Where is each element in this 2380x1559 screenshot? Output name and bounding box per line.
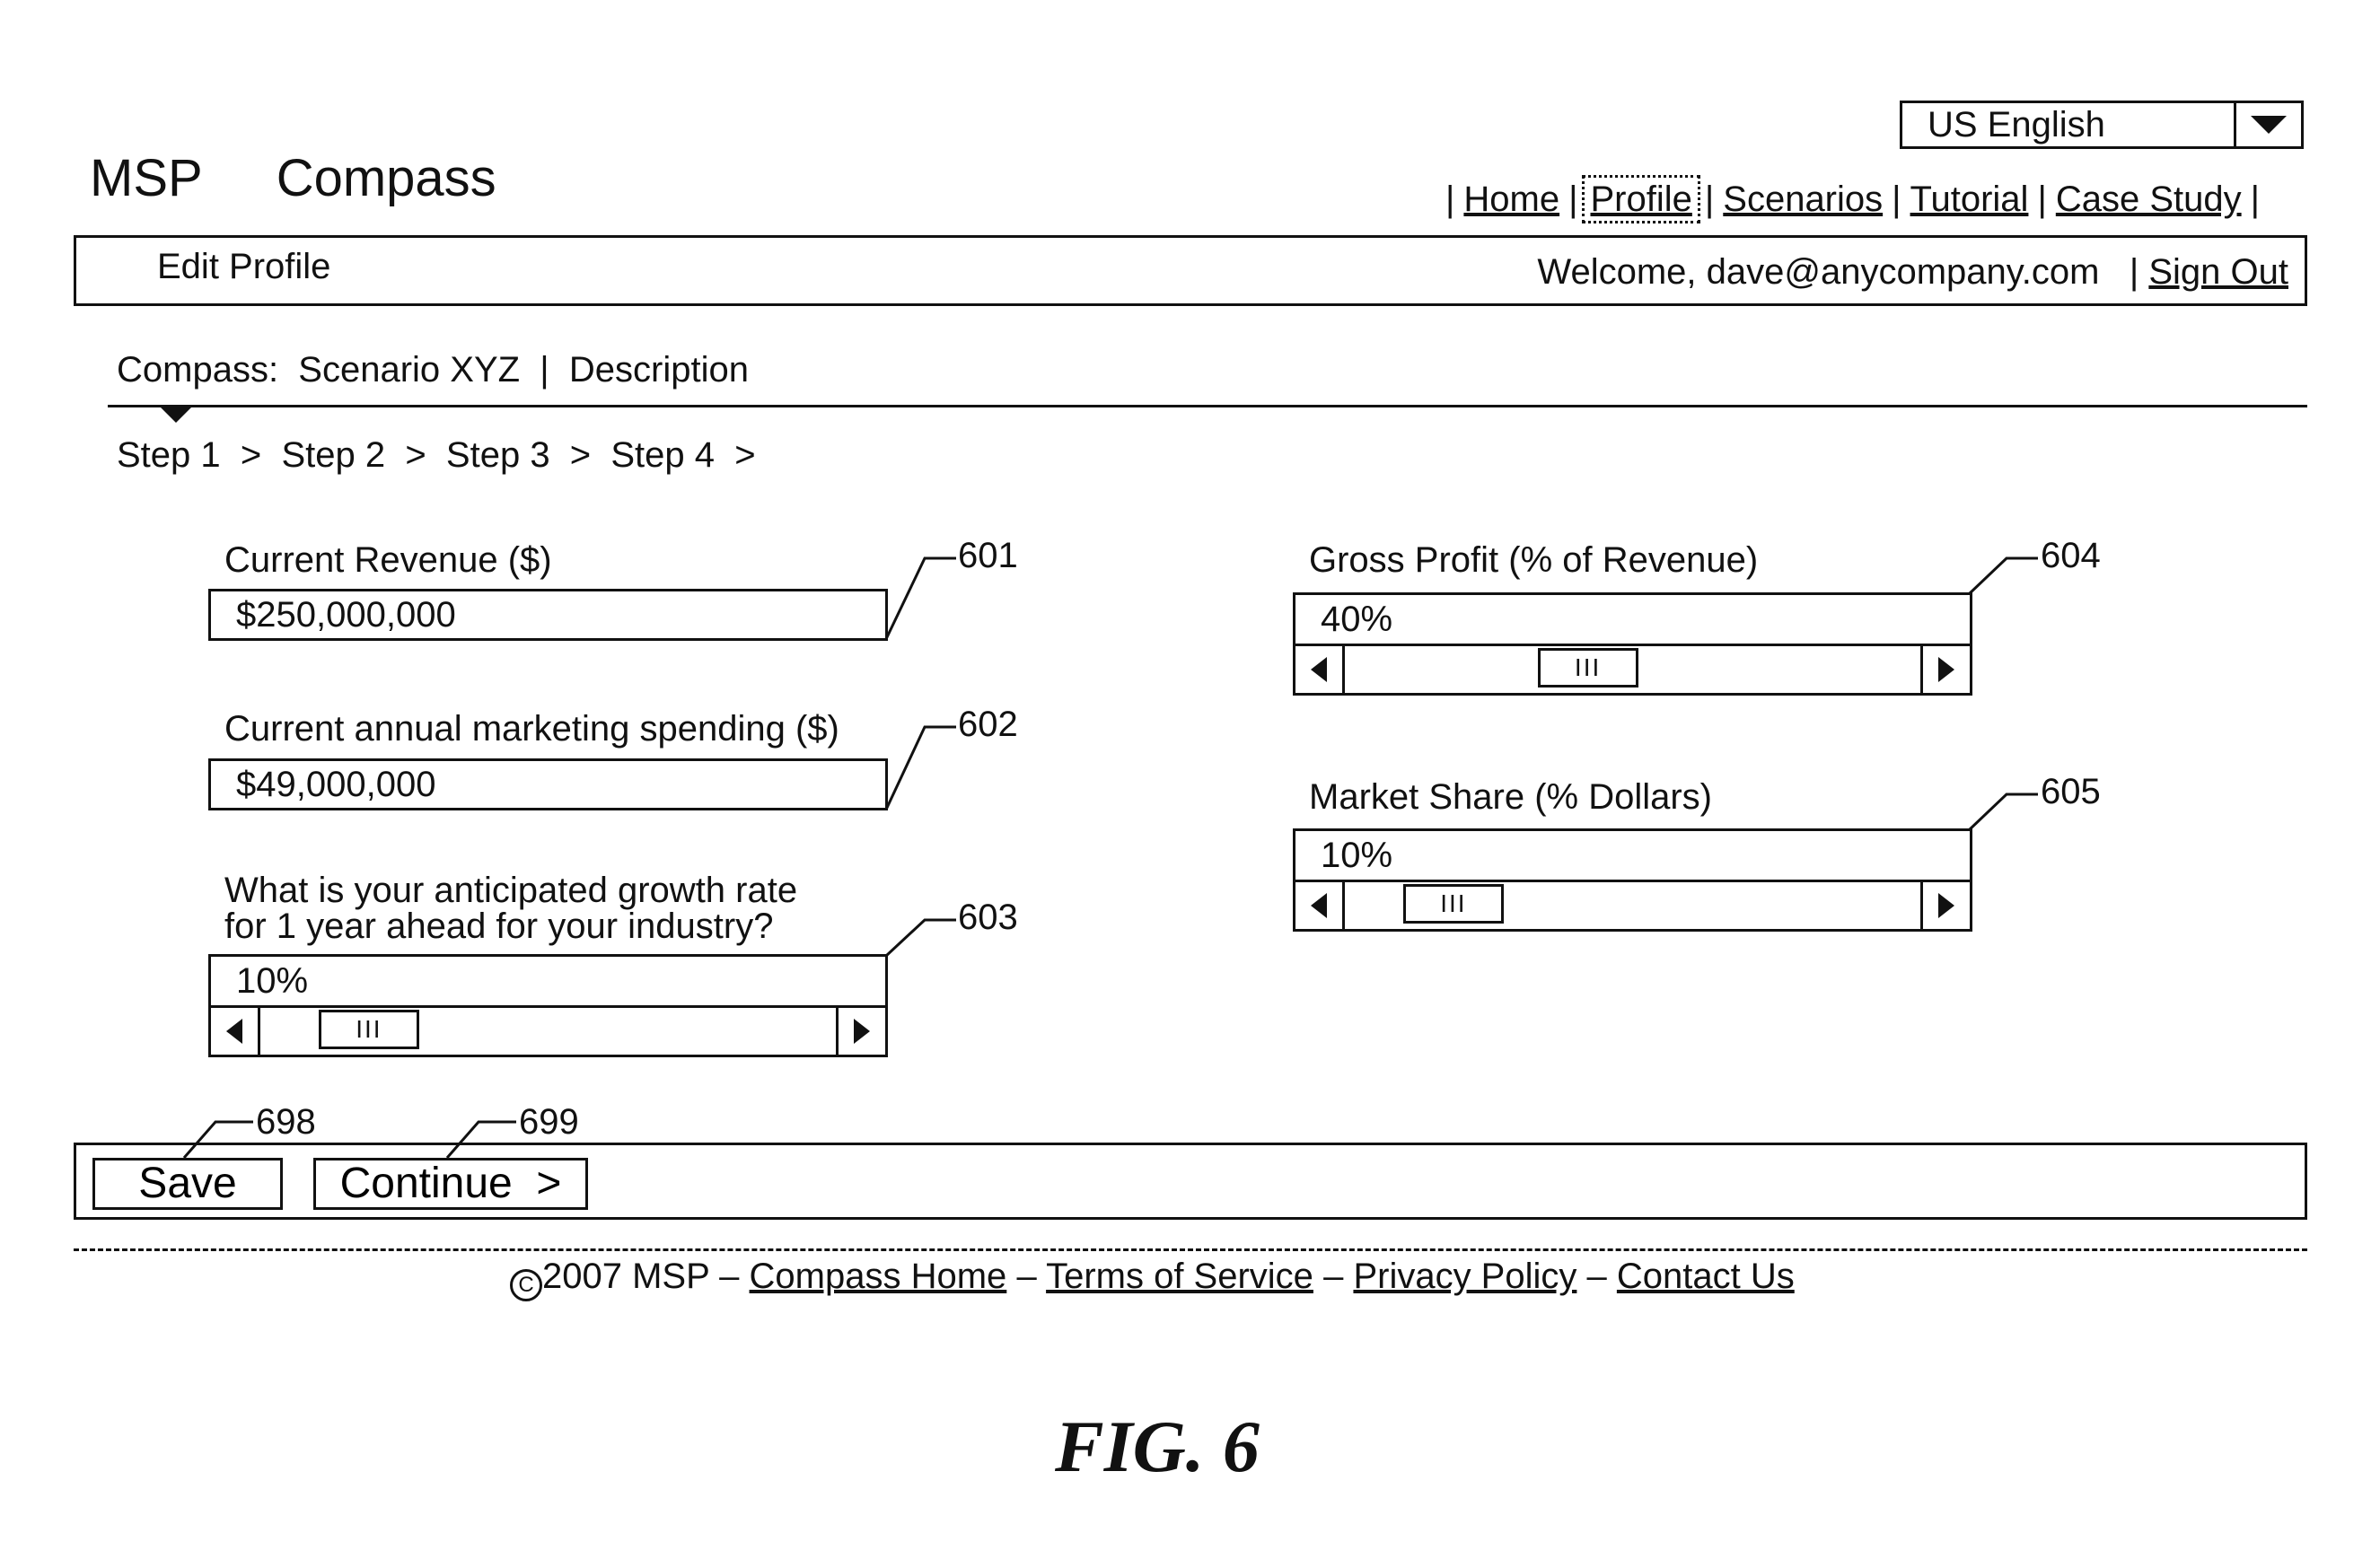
slider-decrease-button[interactable] [1295,646,1345,693]
market-share-slider[interactable]: III [1295,882,1970,929]
action-bar: Save Continue > [74,1143,2307,1220]
arrow-right-icon [1938,657,1954,682]
growth-rate-label: What is your anticipated growth rate for… [224,872,797,944]
footer-link-compass-home[interactable]: Compass Home [750,1257,1007,1296]
gross-profit-value[interactable]: 40% [1295,595,1970,646]
arrow-right-icon [854,1019,870,1044]
slider-increase-button[interactable] [1920,646,1970,693]
revenue-input[interactable]: $250,000,000 [208,589,888,641]
arrow-left-icon [1311,893,1327,918]
save-button[interactable]: Save [92,1158,283,1210]
copyright-text: 2007 MSP – [542,1257,739,1296]
slider-thumb[interactable]: III [319,1010,419,1049]
slider-thumb[interactable]: III [1538,648,1638,688]
arrow-right-icon [1938,893,1954,918]
ref-604: 604 [2041,536,2101,576]
leader-603 [886,920,956,956]
leader-601 [886,558,956,639]
marketing-spending-input[interactable]: $49,000,000 [208,758,888,810]
gross-profit-label: Gross Profit (% of Revenue) [1309,540,1758,581]
slider-increase-button[interactable] [1920,882,1970,929]
market-share-value[interactable]: 10% [1295,831,1970,882]
growth-rate-slider-field: 10% III [208,954,888,1057]
arrow-left-icon [226,1019,242,1044]
ref-602: 602 [958,705,1018,745]
slider-increase-button[interactable] [836,1008,885,1055]
footer: C2007 MSP – Compass Home – Terms of Serv… [510,1257,1795,1301]
leader-604 [1969,558,2038,594]
figure-label: FIG. 6 [1055,1405,1260,1489]
gross-profit-slider-field: 40% III [1293,592,1972,696]
footer-link-privacy[interactable]: Privacy Policy [1353,1257,1576,1296]
continue-button[interactable]: Continue > [313,1158,588,1210]
ref-698: 698 [256,1102,316,1143]
footer-link-contact[interactable]: Contact Us [1617,1257,1795,1296]
growth-rate-value[interactable]: 10% [211,957,885,1008]
market-share-slider-field: 10% III [1293,828,1972,932]
growth-rate-slider[interactable]: III [211,1008,885,1055]
ref-601: 601 [958,536,1018,576]
copyright-icon: C [510,1269,542,1301]
marketing-label: Current annual marketing spending ($) [224,709,839,749]
arrow-left-icon [1311,657,1327,682]
slider-decrease-button[interactable] [1295,882,1345,929]
market-share-label: Market Share (% Dollars) [1309,777,1712,818]
revenue-label: Current Revenue ($) [224,540,552,581]
ref-699: 699 [519,1102,579,1143]
footer-link-terms[interactable]: Terms of Service [1046,1257,1313,1296]
leader-605 [1969,794,2038,830]
ref-603: 603 [958,898,1018,938]
ref-605: 605 [2041,772,2101,812]
footer-divider [74,1248,2307,1251]
slider-thumb[interactable]: III [1403,884,1504,924]
leader-602 [886,727,956,810]
slider-decrease-button[interactable] [211,1008,260,1055]
gross-profit-slider[interactable]: III [1295,646,1970,693]
